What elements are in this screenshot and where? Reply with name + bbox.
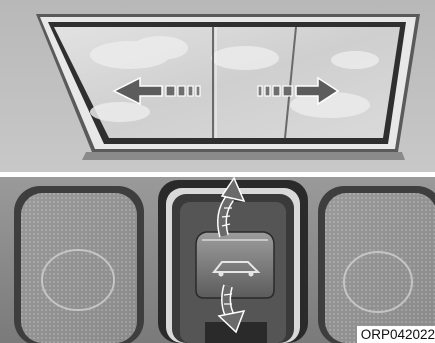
panel-separator: [0, 172, 435, 177]
left-lamp-shade: [21, 193, 137, 343]
switch-cap[interactable]: [196, 232, 274, 298]
sunroof-glass: [54, 27, 400, 138]
left-map-lamp: [14, 186, 144, 343]
right-lamp-shade: [325, 193, 435, 343]
image-reference-code: ORP042022: [357, 326, 435, 343]
right-map-lamp: [318, 186, 435, 343]
sunroof-panel: [0, 0, 435, 172]
sunroof-rear-ledge: [82, 152, 405, 160]
overhead-console-panel: [0, 177, 435, 343]
